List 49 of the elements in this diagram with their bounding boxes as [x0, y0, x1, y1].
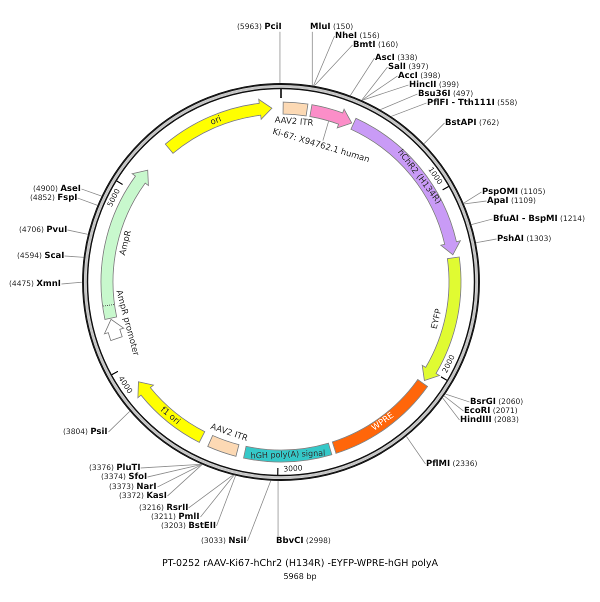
leader-line	[444, 395, 464, 412]
leader-line	[278, 480, 279, 537]
directional-feature-arc	[164, 98, 273, 154]
leader-line	[424, 122, 445, 144]
feature-arc	[331, 378, 429, 454]
leader-line	[140, 464, 202, 468]
leader-line	[350, 58, 375, 96]
leader-line	[362, 84, 409, 101]
leader-line	[61, 282, 82, 284]
feature-arc	[242, 442, 333, 463]
leader-line	[108, 410, 130, 432]
directional-feature-arc	[137, 381, 206, 443]
leader-line	[445, 394, 470, 402]
feature-label: AAV2 ITR	[274, 114, 314, 128]
leader-line	[167, 464, 202, 496]
leader-line	[247, 480, 272, 542]
leader-line	[81, 188, 102, 197]
feature-arc	[207, 421, 250, 457]
leader-line	[471, 218, 493, 226]
leader-line	[64, 256, 84, 258]
leader-line	[322, 120, 330, 142]
leader-line	[314, 44, 353, 86]
leader-line	[390, 102, 427, 117]
leader-line	[188, 474, 234, 508]
leader-line	[200, 474, 234, 518]
feature-label: ori	[208, 114, 223, 128]
sequence-length: 5968 bp	[282, 572, 318, 582]
feature-label: hGH poly(A) signal	[250, 448, 326, 462]
directional-feature-arc	[421, 256, 462, 382]
leader-line	[463, 192, 482, 204]
feature-label: AmpR	[118, 230, 134, 257]
feature-label: AAV2 ITR	[208, 422, 249, 444]
leader-line	[361, 66, 388, 101]
leader-line	[216, 475, 236, 526]
diagram-title: PT-0252 rAAV-Ki67-hChr2 (H134R) -EYFP-WPRE-hGH polyA	[160, 558, 440, 570]
feature-label: EYFP	[429, 308, 444, 331]
leader-line	[406, 436, 426, 464]
leader-line	[464, 200, 487, 204]
leader-line	[312, 31, 313, 86]
leader-line	[313, 36, 335, 86]
leader-line	[362, 76, 398, 101]
leader-line	[147, 464, 202, 478]
feature-label: f1 ori	[158, 405, 182, 428]
leader-line	[67, 230, 88, 235]
leader-line	[442, 398, 460, 420]
leader-line	[380, 94, 418, 110]
leader-line	[476, 238, 497, 244]
leader-line	[157, 464, 202, 488]
leader-line	[77, 198, 98, 206]
